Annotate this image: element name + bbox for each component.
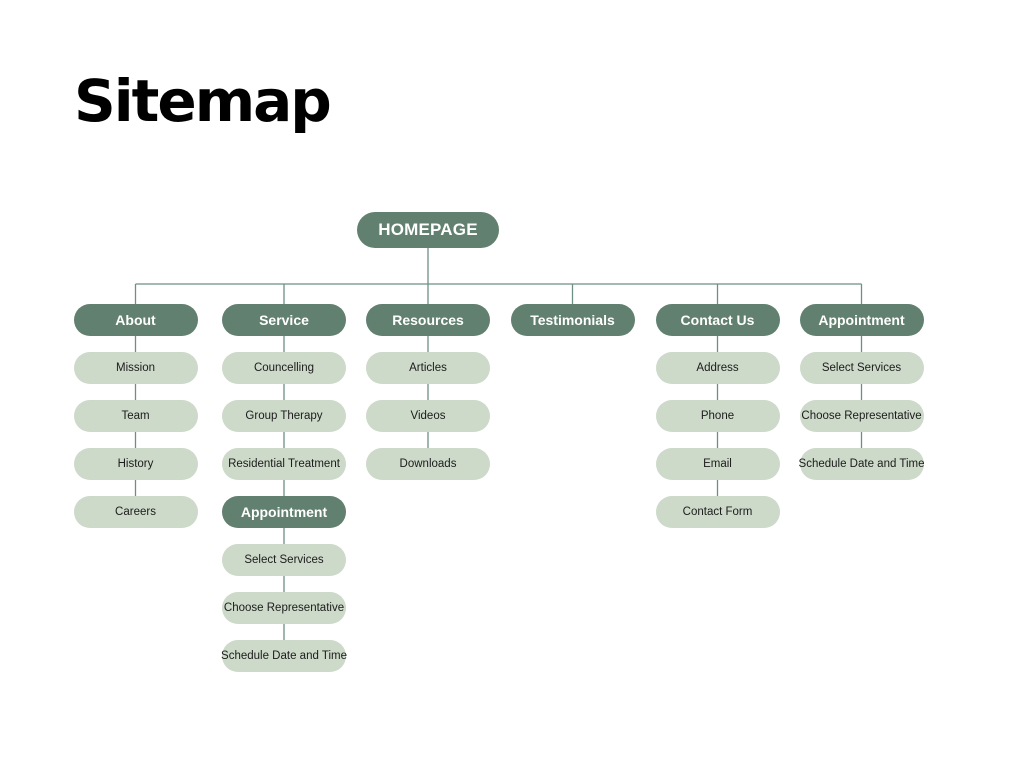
- section-node-resources: Resources: [366, 304, 490, 336]
- homepage-node: HOMEPAGE: [357, 211, 499, 248]
- page-node-service-residential-treatment: Residential Treatment: [222, 448, 346, 480]
- section-node-contact-us: Contact Us: [655, 304, 780, 336]
- page-node-service-choose-representative: Choose Representative: [222, 592, 346, 624]
- page-node-about-team: Team: [73, 400, 198, 432]
- page-node-resources-articles: Articles: [366, 352, 490, 384]
- subsection-node-service-appointment: Appointment: [222, 496, 346, 528]
- page-node-contact-us-address: Address: [655, 352, 780, 384]
- page-title: Sitemap: [74, 67, 332, 135]
- page-node-service-group-therapy: Group Therapy: [222, 400, 346, 432]
- page-node-about-mission: Mission: [73, 352, 198, 384]
- page-node-resources-videos: Videos: [366, 400, 490, 432]
- page-node-contact-us-email: Email: [655, 448, 780, 480]
- section-node-testimonials: Testimonials: [510, 304, 635, 336]
- page-node-service-councelling: Councelling: [222, 352, 346, 384]
- section-node-service: Service: [222, 304, 346, 336]
- page-node-resources-downloads: Downloads: [366, 448, 490, 480]
- page-node-about-careers: Careers: [73, 496, 198, 528]
- page-node-appointment-choose-representative: Choose Representative: [799, 400, 924, 432]
- page-node-appointment-schedule-date-and-time: Schedule Date and Time: [799, 448, 924, 480]
- page-node-contact-us-contact-form: Contact Form: [655, 496, 780, 528]
- page-node-contact-us-phone: Phone: [655, 400, 780, 432]
- page-node-appointment-select-services: Select Services: [799, 352, 924, 384]
- page-node-service-select-services: Select Services: [222, 544, 346, 576]
- page-node-service-schedule-date-and-time: Schedule Date and Time: [221, 640, 347, 672]
- section-node-about: About: [73, 304, 198, 336]
- page-node-about-history: History: [73, 448, 198, 480]
- section-node-appointment: Appointment: [799, 304, 924, 336]
